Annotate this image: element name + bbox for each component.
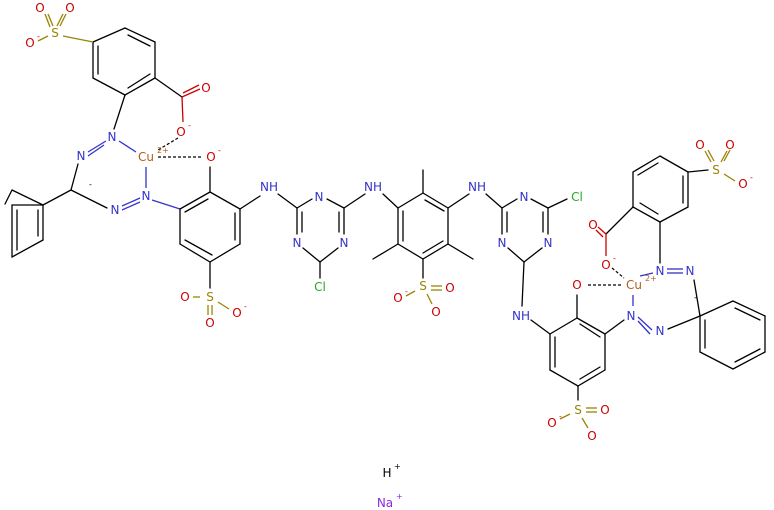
atom-label-s1: S (51, 26, 59, 40)
bonds-ring-a (37, 13, 201, 130)
charge-naplus: + (396, 492, 403, 501)
atom-label-cl2: Cl (571, 190, 583, 204)
atom-label-s4o1: O (695, 138, 704, 152)
atom-label-s1o3: O (25, 36, 34, 50)
atom-label-s3o3: O (431, 305, 440, 319)
atom-label-t1n2: N (293, 236, 302, 250)
atom-label-s4: S (712, 163, 720, 177)
atom-label-t2n2: N (498, 236, 507, 250)
atom-label-s2o2: O (232, 306, 241, 320)
atom-label-s2o1: O (180, 290, 189, 304)
bond-charge-c2: - (694, 293, 697, 302)
atom-label-n4: N (142, 189, 151, 203)
bonds-ring-b (151, 166, 261, 315)
charge-hplus: + (394, 462, 401, 471)
atom-label-s2: S (206, 290, 214, 304)
atom-label-n6: N (686, 264, 695, 278)
atom-label-s4o2: O (725, 138, 734, 152)
charge-s4o3: - (750, 173, 753, 182)
charge-ca2o2: - (613, 254, 616, 263)
atom-label-o2: O (572, 278, 581, 292)
charge-ca1o2: - (188, 121, 191, 130)
atom-label-ca2o2: O (601, 258, 610, 272)
bonds-triazine-a (277, 193, 366, 279)
atom-label-s4o3: O (738, 177, 747, 191)
charge-o1: - (218, 146, 221, 155)
charge-s5o1: - (559, 412, 562, 421)
atom-label-cu1: Cu (138, 150, 154, 164)
atom-label-s3o1: O (393, 291, 402, 305)
atom-label-nh4: NH (512, 309, 530, 323)
atom-label-naplus: Na (377, 496, 393, 510)
atom-label-ca1o1: O (201, 81, 210, 95)
bonds-triazine-b (485, 193, 568, 307)
atom-label-s5: S (574, 403, 582, 417)
charge-s3o1: - (405, 287, 408, 296)
charge-cu2: 2+ (645, 274, 657, 283)
atom-label-s5o3: O (587, 429, 596, 443)
atom-label-t1n3: N (340, 236, 349, 250)
bond-charge-c1: - (89, 180, 92, 189)
atom-label-ca1o2: O (176, 125, 185, 139)
atom-label-n7: N (627, 309, 636, 323)
bonds-phenyl-a (4, 189, 72, 258)
atom-label-nh1: NH (260, 180, 278, 194)
atom-label-o1: O (206, 150, 215, 164)
atom-label-ca2o1: O (588, 218, 597, 232)
atom-label-n5: N (656, 264, 665, 278)
bonds-ring-d (595, 149, 736, 264)
atom-label-s3: S (419, 279, 427, 293)
atom-label-n8: N (656, 324, 665, 338)
atom-label-s1o2: O (65, 1, 74, 15)
atom-label-cu2: Cu (626, 278, 642, 292)
atom-label-s3o2: O (445, 281, 454, 295)
charge-s1o3: - (37, 32, 40, 41)
charge-cu1: 2+ (157, 146, 169, 155)
atom-label-n3: N (111, 203, 120, 217)
atom-label-n2: N (77, 149, 86, 163)
atom-label-nh3: NH (468, 180, 486, 194)
atom-label-s5o1: O (547, 416, 556, 430)
bonds-central-ring (372, 169, 474, 305)
atom-label-s1o1: O (35, 1, 44, 15)
atom-label-cl1: Cl (314, 280, 326, 294)
bonds-ring-c (530, 294, 625, 429)
atom-label-t2n3: N (544, 236, 553, 250)
atom-label-s5o2: O (600, 403, 609, 417)
atom-label-n1: N (108, 130, 117, 144)
bonds-chelate-a (70, 137, 202, 211)
atom-label-nh2: NH (364, 180, 382, 194)
atom-label-t1n1: N (315, 190, 324, 204)
charge-s2o2: - (244, 302, 247, 311)
atom-label-t2n1: N (520, 190, 529, 204)
bonds-phenyl-b (699, 300, 766, 370)
atom-label-hplus: H (382, 466, 391, 480)
atom-label-s2o3: O (205, 316, 214, 330)
bonds-chelate-b (588, 267, 701, 335)
